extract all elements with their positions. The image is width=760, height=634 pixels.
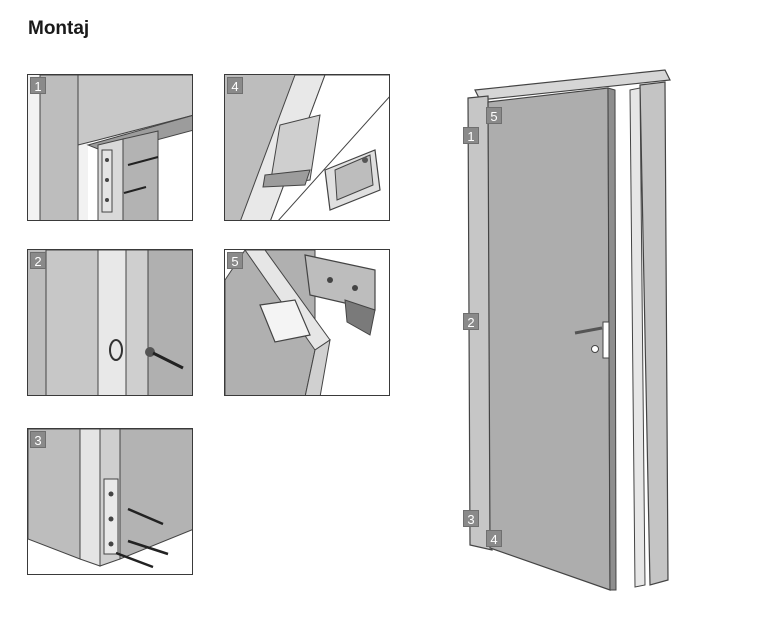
door-marker-1: 1	[463, 127, 479, 144]
step-2-panel: 2	[27, 249, 193, 396]
step-3-panel: 3	[27, 428, 193, 575]
step-5-panel: 5	[224, 249, 390, 396]
step-2-number: 2	[30, 252, 46, 269]
step-3-illustration	[28, 429, 192, 569]
step-5-number: 5	[227, 252, 243, 269]
page-title: Montaj	[28, 18, 90, 39]
step-1-number: 1	[30, 77, 46, 94]
step-1-panel: 1	[27, 74, 193, 221]
step-2-illustration	[28, 250, 192, 395]
step-3-number: 3	[30, 431, 46, 448]
step-5-illustration	[225, 250, 376, 395]
door-marker-3: 3	[463, 510, 479, 527]
door-marker-2: 2	[463, 313, 479, 330]
door-illustration	[467, 69, 671, 591]
door-marker-5: 5	[486, 107, 502, 124]
step-4-illustration	[225, 75, 389, 220]
step-4-panel: 4	[224, 74, 390, 221]
step-4-number: 4	[227, 77, 243, 94]
door-marker-4: 4	[486, 530, 502, 547]
step-1-illustration	[28, 75, 192, 220]
